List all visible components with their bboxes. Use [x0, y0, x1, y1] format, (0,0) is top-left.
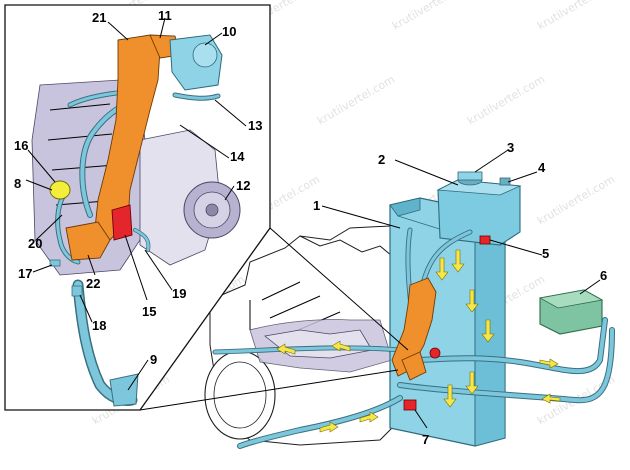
flow-arrow-icon [465, 289, 479, 313]
main-coolant-hoses [212, 227, 615, 449]
callout-17: 17 [18, 266, 32, 281]
watermark-text: krutilvertel.com [535, 0, 617, 33]
flow-arrow-icon [539, 358, 559, 369]
callout-1: 1 [313, 198, 320, 213]
watermark-text: krutilvertel.com [465, 73, 547, 128]
callout-18: 18 [92, 318, 106, 333]
callout-12: 12 [236, 178, 250, 193]
flow-arrow-icon [276, 343, 296, 355]
leader-lines [25, 17, 601, 429]
callout-21: 21 [92, 10, 106, 25]
flow-arrow-icon [465, 371, 479, 395]
callout-14: 14 [230, 149, 245, 164]
watermark-text: krutilvertel.com [390, 0, 472, 33]
callout-10: 10 [222, 24, 236, 39]
callout-2: 2 [378, 152, 385, 167]
watermark-text: krutilvertel.com [315, 73, 397, 128]
heater-core [538, 289, 604, 335]
inset-outlet-housing [65, 221, 111, 261]
callout-22: 22 [86, 276, 100, 291]
flow-arrow-icon [451, 249, 465, 273]
callout-16: 16 [14, 138, 28, 153]
inset-temp-sender [49, 180, 71, 200]
callout-6: 6 [600, 268, 607, 283]
level-sensor [479, 235, 491, 245]
callout-5: 5 [542, 246, 549, 261]
inset-thermostat [111, 204, 133, 241]
flow-arrow-icon [481, 319, 495, 343]
callout-labels: 1 2 3 4 5 6 7 8 9 10 11 12 13 14 15 16 1… [14, 8, 607, 447]
callout-4: 4 [538, 160, 546, 175]
flow-arrow-icon [443, 384, 457, 408]
flow-arrow-icon [359, 411, 379, 423]
detail-inset [4, 4, 409, 411]
callout-8: 8 [14, 176, 21, 191]
callout-15: 15 [142, 304, 156, 319]
flow-arrow-icon [319, 421, 339, 433]
thermostat-housing-main [391, 277, 441, 411]
watermark-text: krutilvertel.com [535, 173, 617, 228]
pump-sensor [403, 399, 417, 411]
callout-20: 20 [28, 236, 42, 251]
flow-arrow-icon [435, 257, 449, 281]
callout-3: 3 [507, 140, 514, 155]
flow-arrow-icon [331, 340, 351, 352]
callout-13: 13 [248, 118, 262, 133]
callout-7: 7 [422, 432, 429, 447]
engine-block [204, 225, 401, 446]
flow-arrows [276, 249, 561, 433]
expansion-tank [436, 171, 522, 246]
callout-19: 19 [172, 286, 186, 301]
flow-arrow-icon [541, 393, 561, 404]
callout-11: 11 [158, 8, 172, 23]
callout-9: 9 [150, 352, 157, 367]
temp-sensor-main [429, 347, 441, 359]
